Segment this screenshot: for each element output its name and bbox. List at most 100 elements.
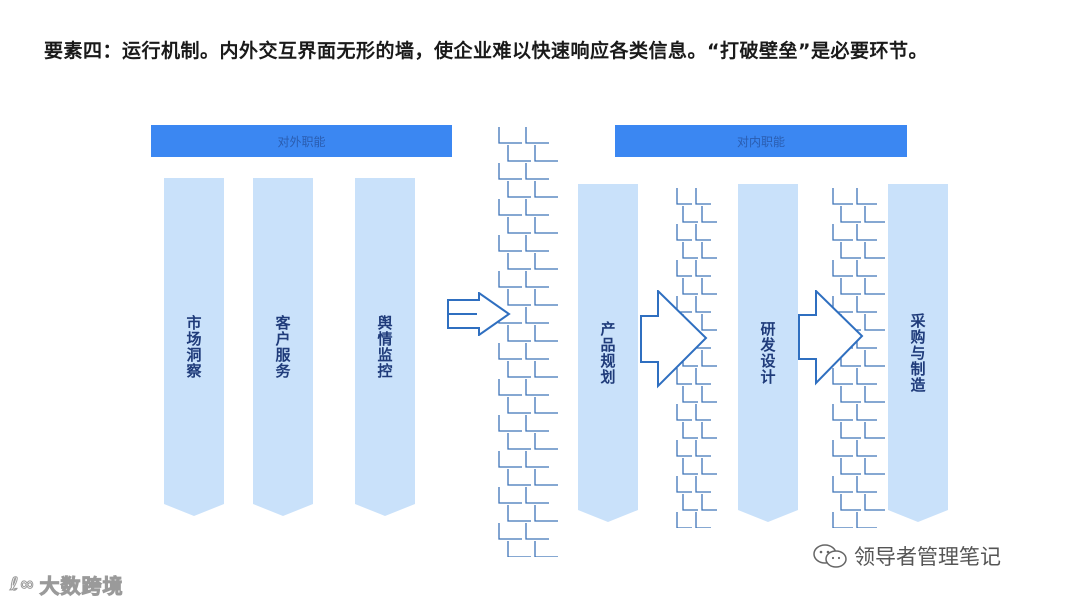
wall-brick [507, 325, 531, 342]
wall-brick [534, 217, 558, 234]
pillar-customer: 客户服务 [253, 178, 313, 516]
wall-brick [507, 469, 531, 486]
wall-brick [682, 422, 698, 439]
wall-brick [864, 458, 885, 475]
wall-brick [856, 476, 877, 493]
wall-brick [498, 343, 522, 360]
wall-brick [534, 541, 558, 557]
wall-brick [832, 260, 853, 277]
arrow-rd-to-procurement [798, 290, 864, 386]
wall-brick [682, 242, 698, 259]
wall-brick [701, 494, 717, 511]
wall-brick [856, 404, 877, 421]
wall-brick [856, 188, 877, 205]
wall-brick [507, 289, 531, 306]
wall-brick [507, 433, 531, 450]
wall-brick [507, 145, 531, 162]
wall-brick [525, 379, 549, 396]
wall-brick [498, 487, 522, 504]
wall-brick [525, 199, 549, 216]
wall-brick [701, 350, 717, 367]
wall-brick [832, 404, 853, 421]
wall-brick [856, 224, 877, 241]
wall-brick [534, 361, 558, 378]
wall-brick [676, 260, 692, 277]
pillar-procurement-label: 采购与制造 [908, 313, 927, 393]
wall-brick [534, 145, 558, 162]
wall-brick [695, 368, 711, 385]
wall-brick [498, 451, 522, 468]
wall-brick [534, 505, 558, 522]
band-internal: 对内职能 [615, 125, 907, 157]
wall-brick [840, 206, 861, 223]
wall-brick [682, 206, 698, 223]
watermark-right: 领导者管理笔记 [812, 541, 1001, 571]
wall-brick [856, 512, 877, 528]
wall-brick [840, 458, 861, 475]
wall-brick [534, 289, 558, 306]
wall-main [498, 127, 558, 557]
wall-brick [832, 224, 853, 241]
wall-brick [701, 422, 717, 439]
wall-brick [498, 127, 522, 144]
wall-brick [832, 476, 853, 493]
wall-brick [498, 415, 522, 432]
wall-brick [534, 469, 558, 486]
wall-brick [498, 163, 522, 180]
pillar-product: 产品规划 [578, 184, 638, 522]
wall-brick [525, 271, 549, 288]
wall-brick [840, 494, 861, 511]
wall-brick [695, 404, 711, 421]
pillar-opinion-label: 舆情监控 [375, 315, 394, 379]
wechat-icon [813, 544, 847, 568]
wall-brick [701, 314, 717, 331]
pillar-procurement: 采购与制造 [888, 184, 948, 522]
pillar-rd-label: 研发设计 [758, 321, 777, 385]
wall-brick [507, 361, 531, 378]
wall-brick [534, 397, 558, 414]
wall-brick [864, 494, 885, 511]
wall-brick [525, 487, 549, 504]
wall-brick [856, 440, 877, 457]
wall-middle [676, 188, 717, 528]
wall-brick [701, 386, 717, 403]
wall-brick [840, 242, 861, 259]
wall-brick [676, 404, 692, 421]
wall-brick [832, 440, 853, 457]
wall-brick [525, 523, 549, 540]
wall-brick [507, 505, 531, 522]
wall-brick [525, 415, 549, 432]
wall-brick [525, 343, 549, 360]
wall-brick [676, 440, 692, 457]
wall-brick [534, 253, 558, 270]
wall-brick [864, 422, 885, 439]
wall-brick [682, 494, 698, 511]
wall-brick [840, 278, 861, 295]
wall-brick [701, 278, 717, 295]
wall-brick [695, 296, 711, 313]
pillar-product-label: 产品规划 [598, 321, 617, 385]
wall-brick [507, 253, 531, 270]
wall-brick [856, 260, 877, 277]
page-title: 要素四：运行机制。内外交互界面无形的墙，使企业难以快速响应各类信息。“打破壁垒”… [44, 40, 928, 62]
wall-brick [507, 181, 531, 198]
wall-brick [701, 206, 717, 223]
wall-brick [534, 325, 558, 342]
wall-brick [676, 512, 692, 528]
watermark-right-text: 领导者管理笔记 [854, 545, 1001, 569]
wall-brick [507, 217, 531, 234]
wall-brick [695, 260, 711, 277]
wall-brick [864, 206, 885, 223]
wall-brick [525, 127, 549, 144]
wall-brick [498, 271, 522, 288]
band-external: 对外职能 [151, 125, 452, 157]
wall-brick [864, 278, 885, 295]
wall-brick [525, 451, 549, 468]
wall-brick [507, 397, 531, 414]
wall-brick [498, 199, 522, 216]
wall-brick [534, 181, 558, 198]
arrow-product-to-rd [640, 290, 708, 389]
wall-brick [525, 163, 549, 180]
watermark-left-text: 大数跨境 [39, 574, 124, 599]
wall-brick [695, 188, 711, 205]
